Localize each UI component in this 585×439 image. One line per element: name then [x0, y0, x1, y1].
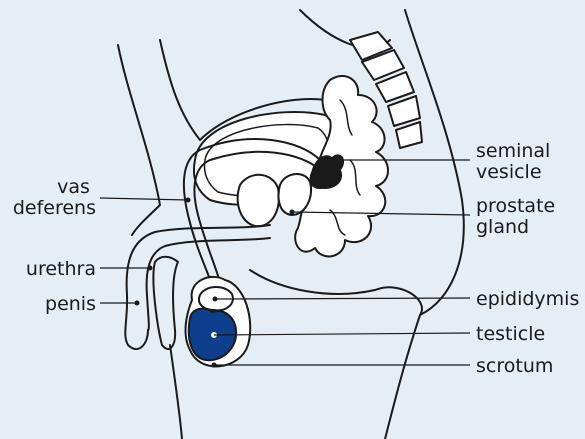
label-epididymis: epididymis [476, 288, 579, 310]
label-prostate-gland: prostate gland [476, 195, 561, 238]
label-urethra: urethra [26, 258, 96, 280]
label-prostate-gland-line1: prostate [476, 195, 555, 217]
pubic-bone [238, 175, 279, 226]
label-vas-deferens-line1: vas [57, 176, 90, 198]
perineum-outline [250, 270, 422, 315]
label-vas-deferens-line2: deferens [13, 197, 96, 219]
thigh-outline [170, 345, 182, 439]
leader-vas-deferens [100, 198, 188, 200]
label-seminal-vesicle-line2: vesicle [476, 161, 542, 183]
leader-testicle [214, 333, 470, 335]
label-testicle: testicle [476, 323, 545, 345]
label-seminal-vesicle: seminal vesicle [476, 140, 556, 183]
abdomen-outline [118, 45, 160, 235]
leader-epididymis [215, 298, 470, 299]
back-outline [385, 10, 464, 439]
label-vas-deferens: vas deferens [13, 176, 96, 219]
label-seminal-vesicle-line1: seminal [476, 140, 550, 162]
label-scrotum: scrotum [476, 355, 553, 377]
label-prostate-gland-line2: gland [476, 216, 529, 238]
label-penis: penis [45, 293, 96, 315]
penis-shaft [153, 257, 178, 349]
